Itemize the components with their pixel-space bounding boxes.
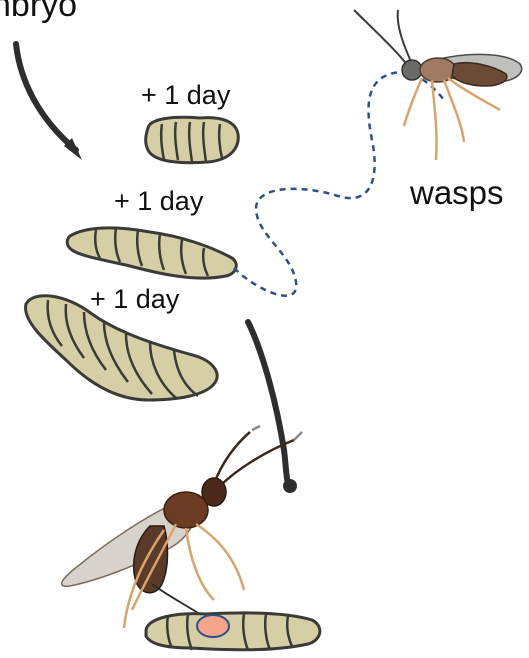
larva-day1 (146, 117, 239, 162)
day1-label: + 1 day (141, 82, 230, 109)
embryo-label: nbryo (0, 0, 77, 22)
day3-label: + 1 day (90, 286, 179, 313)
arrow-larva-to-oviposition (248, 322, 297, 493)
ovipositing-wasp (62, 426, 302, 628)
day2-label: + 1 day (114, 188, 203, 215)
egg (197, 615, 229, 637)
adult-wasp (354, 10, 522, 160)
host-larva (146, 613, 320, 650)
wasps-label: wasps (410, 176, 504, 209)
arrow-embryo-to-larva (16, 44, 82, 160)
larva-day2 (67, 228, 236, 278)
